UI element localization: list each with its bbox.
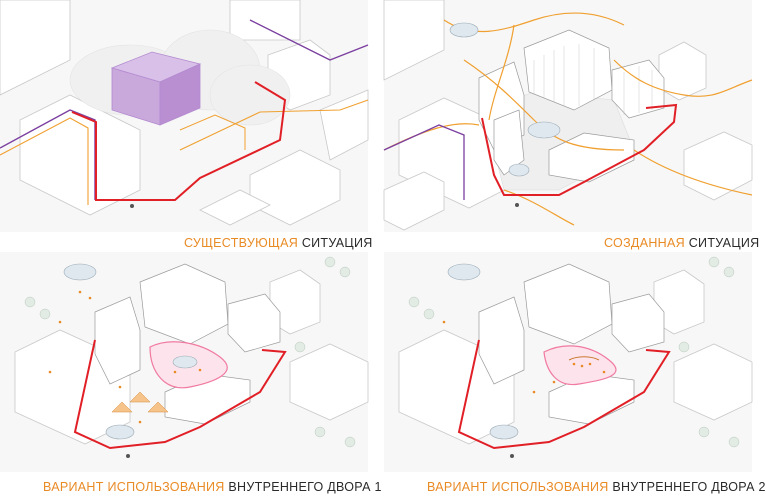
caption-highlight: ВАРИАНТ ИСПОЛЬЗОВАНИЯ (427, 480, 609, 494)
diagram-panel-existing (0, 0, 369, 232)
existing-situation-drawing (0, 0, 369, 226)
caption-highlight: СОЗДАННАЯ (604, 236, 685, 250)
diagram-panel-courtyard-2 (384, 252, 753, 472)
created-situation-drawing (383, 0, 753, 231)
caption-courtyard-1: ВАРИАНТ ИСПОЛЬЗОВАНИЯ ВНУТРЕННЕГО ДВОРА … (43, 480, 382, 494)
caption-existing: СУЩЕСТВУЮЩАЯ СИТУАЦИЯ (184, 236, 373, 250)
diagram-panel-created (383, 0, 753, 232)
caption-rest: ВНУТРЕННЕГО ДВОРА 1 (228, 480, 382, 494)
caption-rest: ВНУТРЕННЕГО ДВОРА 2 (612, 480, 766, 494)
caption-highlight: ВАРИАНТ ИСПОЛЬЗОВАНИЯ (43, 480, 225, 494)
caption-rest: СИТУАЦИЯ (688, 236, 760, 250)
courtyard-variant-2-drawing (398, 256, 753, 458)
caption-courtyard-2: ВАРИАНТ ИСПОЛЬЗОВАНИЯ ВНУТРЕННЕГО ДВОРА … (427, 480, 766, 494)
caption-rest: СИТУАЦИЯ (301, 236, 373, 250)
caption-highlight: СУЩЕСТВУЮЩАЯ (184, 236, 299, 250)
courtyard-variant-1-drawing (14, 256, 369, 458)
diagram-panel-courtyard-1 (0, 252, 369, 472)
caption-created: СОЗДАННАЯ СИТУАЦИЯ (604, 236, 759, 250)
